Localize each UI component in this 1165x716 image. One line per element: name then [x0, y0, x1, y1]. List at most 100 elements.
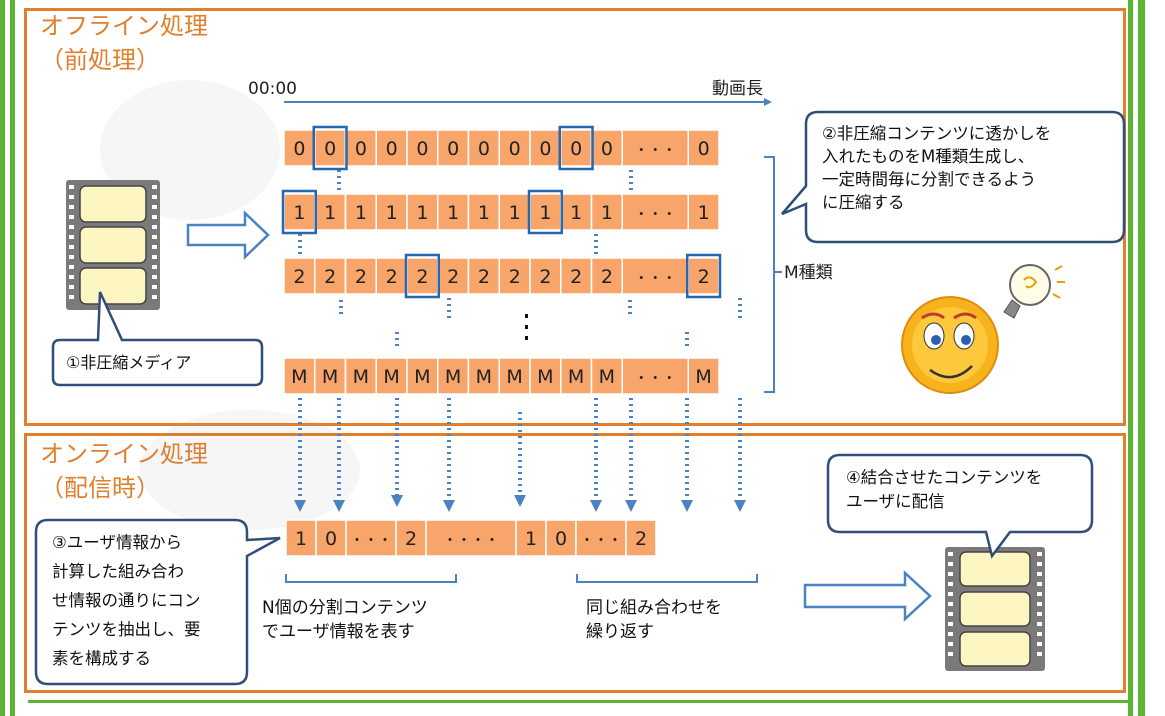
variant-cell-label: 2 — [698, 266, 710, 288]
variant-cell-label: 1 — [601, 202, 613, 224]
variant-cell — [560, 357, 593, 395]
output-cell-label: ・・・・ — [443, 533, 499, 549]
variant-cell-label: 0 — [293, 138, 305, 160]
variant-cell-label: 1 — [509, 202, 521, 224]
variant-cell-label: 2 — [509, 266, 521, 288]
timeline-start-label: 00:00 — [248, 79, 297, 99]
callout-1-bubble — [51, 291, 264, 387]
variant-cell — [467, 357, 500, 395]
variant-cell — [590, 193, 623, 231]
highlighted-frame — [558, 125, 594, 171]
variant-cell-label: 2 — [570, 266, 582, 288]
m-kinds-bracket — [764, 156, 775, 393]
variant-cell-label: 0 — [509, 138, 521, 160]
variant-cell-label: 1 — [324, 202, 336, 224]
offline-title: オフライン処理 — [40, 12, 208, 40]
variant-cell-label: ・・・ — [634, 271, 676, 287]
variant-cell-label: M — [476, 366, 492, 388]
variant-cell-label: 0 — [539, 138, 551, 160]
left-green-bar — [0, 0, 5, 716]
output-cell — [395, 519, 427, 557]
variant-cell — [560, 193, 593, 231]
variant-cell-label: 2 — [324, 266, 336, 288]
bottom-green-line — [28, 700, 1128, 703]
variant-cell — [590, 129, 623, 167]
right-green-bar-2 — [1138, 0, 1145, 716]
variant-cell-label: 0 — [324, 138, 336, 160]
variant-cell-label: 1 — [539, 202, 551, 224]
variant-cell-label: M — [599, 366, 615, 388]
output-cell-label: ・・・ — [350, 533, 392, 549]
variant-cell-label: 0 — [698, 138, 710, 160]
output-cell-label: 0 — [555, 528, 567, 550]
callout-4-text: ④結合させたコンテンツを ユーザに配信 — [846, 468, 1043, 511]
timeline-end-label: 動画長 — [712, 79, 763, 99]
variant-cell — [560, 257, 593, 295]
variant-cell-label: ・・・ — [634, 143, 676, 159]
output-cell — [625, 519, 657, 557]
output-cell — [425, 519, 517, 557]
variant-cell-label: 0 — [447, 138, 459, 160]
variant-cell-label: M — [445, 366, 461, 388]
n-split-bracket — [285, 574, 457, 583]
left-green-bar-2 — [10, 0, 15, 716]
variant-cell-label: 2 — [293, 266, 305, 288]
output-cell-label: 0 — [325, 528, 337, 550]
variant-cell-label: M — [506, 366, 522, 388]
variant-cell — [406, 357, 439, 395]
variant-cell-label: M — [568, 366, 584, 388]
variant-cell-label: ・・・ — [634, 371, 676, 387]
offline-subtitle: （前処理） — [40, 46, 160, 74]
right-green-bar — [1128, 0, 1133, 716]
variant-cell — [467, 257, 500, 295]
variant-cell — [314, 257, 347, 295]
output-cell-label: 2 — [635, 528, 647, 550]
vertical-ellipsis — [525, 314, 528, 340]
output-cell — [345, 519, 397, 557]
variant-cell — [344, 129, 377, 167]
variant-cell — [467, 129, 500, 167]
variant-cell-label: M — [383, 366, 399, 388]
variant-cell-label: M — [537, 366, 553, 388]
callout-3-bubble — [34, 518, 281, 686]
variant-cell-label: 1 — [447, 202, 459, 224]
smiley-face-icon — [901, 296, 999, 394]
variant-cell-label: M — [291, 366, 307, 388]
variant-cell — [406, 129, 439, 167]
highlighted-frame — [312, 125, 348, 171]
variant-cell — [498, 193, 531, 231]
variant-cell — [529, 357, 562, 395]
variant-cell-label: 1 — [293, 202, 305, 224]
output-cell-label: 1 — [295, 528, 307, 550]
delivered-content-film-icon — [945, 547, 1045, 671]
variant-cell — [375, 193, 408, 231]
variant-cell-label: 1 — [355, 202, 367, 224]
variant-cell-label: M — [414, 366, 430, 388]
variant-cell-label: 0 — [601, 138, 613, 160]
variant-cell-label: M — [322, 366, 338, 388]
variant-cell-label: 2 — [386, 266, 398, 288]
variant-cell-label: 1 — [386, 202, 398, 224]
variant-cell-label: M — [353, 366, 369, 388]
variant-cell-label: 1 — [570, 202, 582, 224]
variant-cell-label: 0 — [386, 138, 398, 160]
variant-cell-label: 2 — [355, 266, 367, 288]
variant-cell — [621, 129, 689, 167]
variant-cell-label: 0 — [570, 138, 582, 160]
variant-cell — [314, 357, 347, 395]
variant-cell — [529, 257, 562, 295]
variant-cell-label: 2 — [539, 266, 551, 288]
variant-cell — [621, 193, 689, 231]
repeat-bracket — [576, 574, 758, 583]
variant-cell — [406, 193, 439, 231]
callout-1-text: ①非圧縮メディア — [66, 353, 192, 372]
to-variants-arrow — [186, 210, 270, 260]
variant-cell-label: 1 — [416, 202, 428, 224]
variant-cell — [687, 129, 720, 167]
